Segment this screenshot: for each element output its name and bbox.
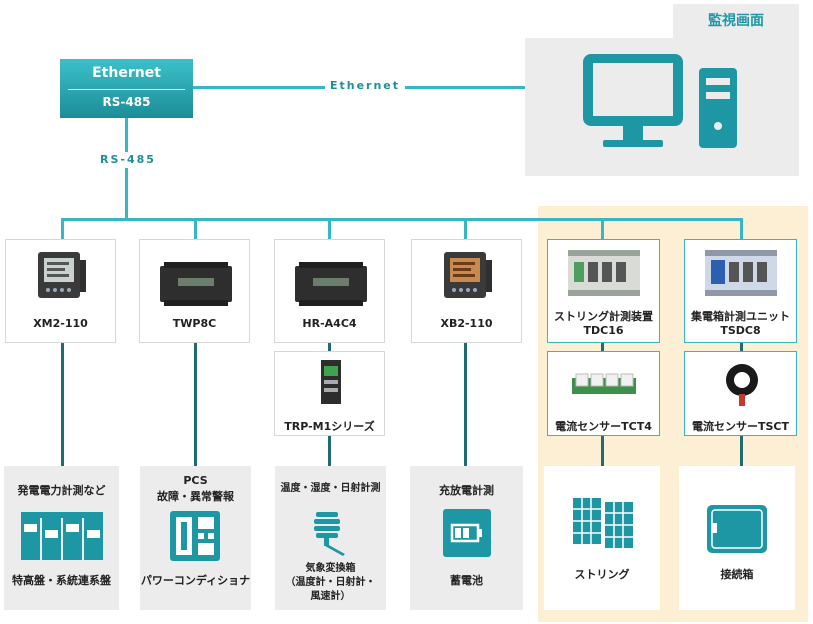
monitor-title-tab-bg [525, 4, 673, 38]
target-bottom-text-1: 気象変換箱 [305, 563, 356, 574]
target-top-text-1: PCS [183, 474, 208, 487]
connector-tdc16-tct4 [601, 343, 604, 351]
device-hr-a4c4: HR-A4C4 [274, 239, 385, 343]
bus-drop-twp8c [194, 218, 197, 240]
target-switchgear: 発電電力計測など 特高盤・系統連系盤 [4, 466, 119, 610]
ethernet-label-bg [325, 79, 405, 95]
gateway-top-label: Ethernet [92, 65, 161, 81]
device-name: XM2-110 [33, 317, 88, 330]
clamp-sensor-icon [726, 364, 758, 406]
terminal-unit-icon [295, 262, 367, 306]
ethernet-line-label: Ethernet [329, 79, 401, 92]
rs485-label-bg [92, 152, 164, 168]
target-top-text: 充放電計測 [439, 484, 494, 497]
target-top-text: 発電電力計測など [17, 484, 106, 497]
target-bottom-text: 接続箱 [720, 568, 754, 581]
rs485-bus-horizontal [61, 218, 743, 221]
converter-module-icon [321, 360, 341, 404]
battery-icon [443, 509, 491, 557]
terminal-unit-icon [160, 262, 232, 306]
target-top-text-2: 故障・異常警報 [157, 490, 234, 503]
connector-tsdc8-tsct [740, 343, 743, 351]
device-name: TRP-M1シリーズ [284, 420, 375, 433]
device-tct4: 電流センサーTCT4 [547, 351, 660, 436]
target-bottom-text: パワーコンディショナ [140, 574, 251, 587]
bus-drop-xb2 [464, 218, 467, 240]
connector-hra4c4-trp [328, 343, 331, 351]
digital-meter-icon [38, 252, 86, 298]
connector-twp8c-target [194, 343, 197, 466]
device-name: TWP8C [172, 317, 217, 330]
target-pcs: PCS 故障・異常警報 パワーコンディショナ [140, 466, 251, 610]
weather-station-icon [314, 512, 345, 556]
connector-tct4-string [601, 436, 604, 466]
device-name: 電流センサーTSCT [691, 420, 789, 433]
device-name: 電流センサーTCT4 [555, 420, 652, 433]
monitor-pc-icon [583, 54, 737, 148]
bus-drop-tdc16 [601, 218, 604, 240]
junction-box-icon [707, 505, 767, 553]
target-bottom-text: 特高盤・系統連系盤 [12, 574, 111, 587]
device-tdc16: ストリング計測装置 TDC16 [547, 239, 660, 343]
target-bottom-text-2: （温度計・日射計・ [285, 577, 376, 588]
monitor-title: 監視画面 [708, 13, 764, 29]
rs485-trunk-vertical [125, 118, 128, 220]
target-bottom-text: 蓄電池 [450, 574, 483, 587]
device-tsct: 電流センサーTSCT [684, 351, 797, 436]
din-rail-module-icon [705, 250, 777, 296]
solar-panel-icon [573, 498, 633, 548]
device-name: HR-A4C4 [302, 317, 357, 330]
target-bottom-text-3: 風速計） [310, 591, 351, 602]
target-junction-box: 接続箱 [679, 466, 795, 610]
device-trp-m1: TRP-M1シリーズ [274, 351, 385, 436]
device-name-line2: TDC16 [583, 324, 624, 337]
power-conditioner-icon [170, 511, 220, 561]
device-name-line1: ストリング計測装置 [554, 310, 653, 323]
din-rail-module-icon [568, 250, 640, 296]
connector-xb2-target [464, 343, 467, 466]
bus-drop-tsdc8 [740, 218, 743, 240]
target-top-text: 温度・湿度・日射計測 [280, 483, 381, 494]
connector-tsct-junction [740, 436, 743, 466]
rs485-line-label: RS-485 [100, 153, 156, 166]
device-xm2-110: XM2-110 [5, 239, 116, 343]
device-tsdc8: 集電箱計測ユニット TSDC8 [684, 239, 797, 343]
current-sensor-board-icon [572, 373, 636, 394]
connector-trp-target [328, 436, 331, 466]
digital-meter-icon [444, 252, 492, 298]
target-battery: 充放電計測 蓄電池 [410, 466, 523, 610]
target-weather: 温度・湿度・日射計測 気象変換箱 （温度計・日射計・ 風速計） [275, 466, 386, 610]
device-name: XB2-110 [440, 317, 493, 330]
connector-xm2-target [61, 343, 64, 466]
bus-drop-xm2 [61, 218, 64, 240]
device-name-line1: 集電箱計測ユニット [691, 310, 790, 323]
device-xb2-110: XB2-110 [411, 239, 522, 343]
target-bottom-text: ストリング [574, 568, 630, 581]
bus-drop-hra4c4 [328, 218, 331, 240]
gateway-ethernet-rs485: Ethernet RS-485 [60, 59, 193, 118]
gateway-bottom-label: RS-485 [102, 95, 151, 109]
device-twp8c: TWP8C [139, 239, 250, 343]
device-name-line2: TSDC8 [720, 324, 761, 337]
gateway-divider [68, 89, 185, 90]
target-string: ストリング [544, 466, 660, 610]
switchgear-panel-icon [21, 512, 103, 560]
